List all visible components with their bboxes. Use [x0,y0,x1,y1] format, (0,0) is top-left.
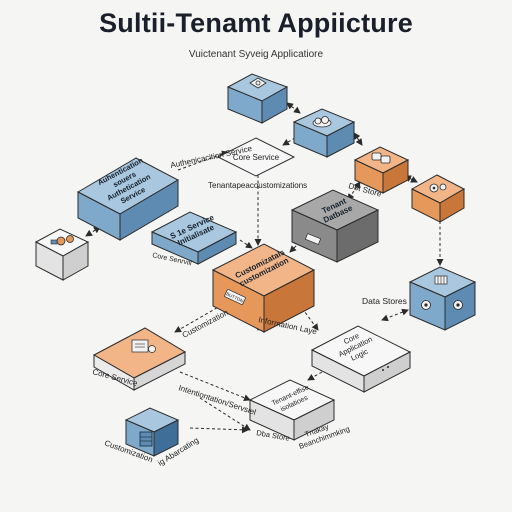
caption-information-service: Intentiontation/Servsiel [177,383,257,417]
tenant-isolation-box[interactable]: Tenant-effise isolatioes [248,379,336,441]
diagram-title: Sultii-Tenamt Appiicture [99,8,413,38]
edge-chat-db [347,181,361,201]
customization-box[interactable]: Customizatals customization BUTTON [211,243,316,333]
gear-white-box[interactable] [34,228,90,281]
edge-slab-isolation [179,371,251,402]
core-service-tile[interactable]: Core Service [216,137,296,177]
edge-corelogic-isolation [307,371,323,381]
document-icon [131,339,156,353]
core-service-slab[interactable] [92,327,187,391]
data-store-box[interactable] [408,266,477,331]
edge-custom-slab [174,304,223,333]
cloud-blue-cube[interactable] [292,108,356,158]
caption-data-stores: Data Stores [362,296,407,306]
gear-icon [421,300,463,310]
core-logic-box[interactable]: Core Application Logic [310,325,412,393]
tenant-database-box[interactable]: Tenant Datbase [290,189,380,263]
core-logic-dot [382,369,384,371]
customization-button[interactable] [224,289,246,305]
orange-gear-cube[interactable] [410,174,466,223]
top-blue-cube[interactable] [226,73,289,124]
stack-icon [139,431,153,447]
edge-infoservice-dba [199,397,251,431]
small-blue-cube[interactable] [124,407,180,457]
edge-topcube-cloudcube [286,102,301,114]
edge-cloud-chat [353,132,363,146]
gear-icon [50,235,74,246]
connectors [85,102,444,434]
tenant-blue-box[interactable]: S 1e Service Initialisate [150,211,238,265]
caption-tenant-customizations: Tenantapeacoustomizations [208,181,307,190]
edge-tenantblue-custom [239,239,253,249]
cloud-icon [312,116,332,128]
core-service-tile-label: Core Service [233,153,280,162]
diagram-subtitle: Vuictenant Syveig Applicatiore [188,49,324,60]
edge-datastore-corelogic [381,308,409,322]
orange-chat-cube[interactable] [353,146,410,194]
tenant-db-slot [304,233,322,245]
gear-icon [429,183,447,193]
caption-customization-side: Customization [181,308,230,340]
edge-auth-coretile [177,150,229,171]
lock-cloud-icon [249,77,267,89]
edge-small-dba [189,426,249,434]
edge-custom-corelogic [301,307,319,331]
chat-icon [371,152,391,164]
stack-icon [434,275,448,285]
